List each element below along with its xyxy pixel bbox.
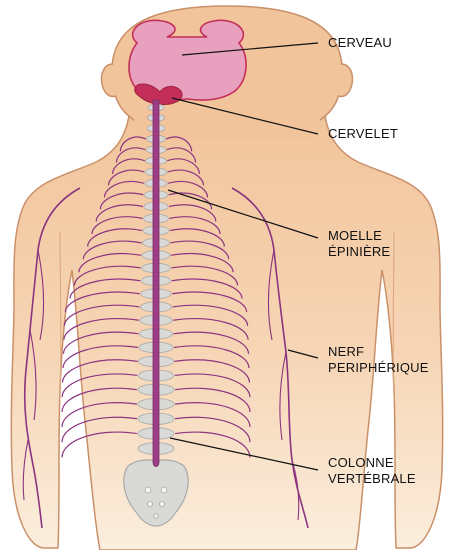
label-cerveau: CERVEAU bbox=[328, 35, 392, 51]
label-cervelet-line-1: CERVELET bbox=[328, 126, 398, 142]
spinal-cord bbox=[153, 100, 159, 467]
sacral-foramen bbox=[161, 487, 167, 493]
label-moelle-line-1: MOELLE bbox=[328, 228, 390, 244]
label-nerf-peripherique: NERF PERIPHÉRIQUE bbox=[328, 344, 429, 376]
label-cervelet: CERVELET bbox=[328, 126, 398, 142]
label-cerveau-line-1: CERVEAU bbox=[328, 35, 392, 51]
sacral-foramen bbox=[159, 501, 164, 506]
label-colonne-vertebrale: COLONNE VERTÉBRALE bbox=[328, 455, 416, 487]
label-colonne-line-2: VERTÉBRALE bbox=[328, 471, 416, 487]
sacral-foramen bbox=[154, 514, 158, 518]
label-moelle-epiniere: MOELLE ÉPINIÈRE bbox=[328, 228, 390, 260]
label-moelle-line-2: ÉPINIÈRE bbox=[328, 244, 390, 260]
label-nerf-line-2: PERIPHÉRIQUE bbox=[328, 360, 429, 376]
sacral-foramen bbox=[147, 501, 152, 506]
sacral-foramen bbox=[145, 487, 151, 493]
label-nerf-line-1: NERF bbox=[328, 344, 429, 360]
label-colonne-line-1: COLONNE bbox=[328, 455, 416, 471]
